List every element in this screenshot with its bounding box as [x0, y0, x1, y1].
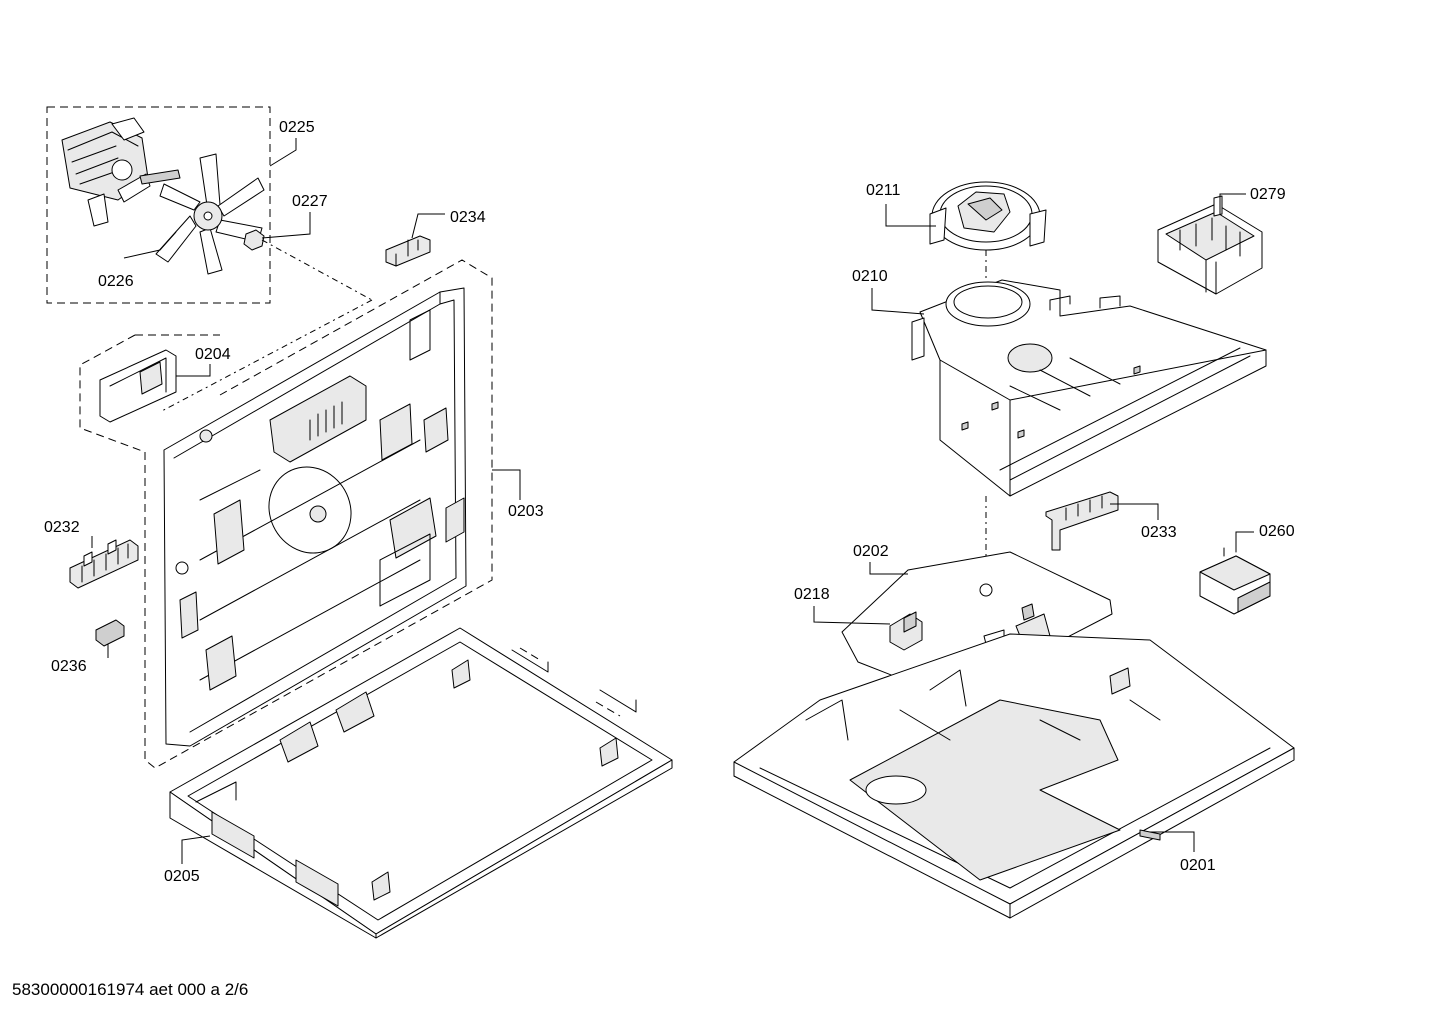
base-tray-0205: [169, 627, 673, 939]
connector-0234: [385, 235, 431, 267]
label-0211: 0211: [866, 182, 901, 199]
label-0204: 0204: [195, 346, 231, 363]
group-box-0203: [79, 259, 493, 769]
label-0203: 0203: [508, 503, 544, 520]
leader-0218: [813, 606, 891, 625]
fan-motor-group: [46, 106, 271, 304]
label-0232: 0232: [44, 519, 80, 536]
leader-0202: [869, 562, 908, 575]
document-reference: 58300000161974 aet 000 a 2/6: [12, 980, 249, 999]
sensor-0218: [889, 611, 923, 651]
leader-0233: [1110, 503, 1159, 520]
label-0210: 0210: [852, 268, 888, 285]
leader-0211: [885, 204, 936, 227]
base-plate-0201: [733, 633, 1295, 919]
label-0227: 0227: [292, 193, 328, 210]
blower-wheel-0211: [929, 181, 1047, 251]
leader-0260: [1235, 531, 1254, 552]
back-panel: [163, 287, 467, 747]
leader-0205: [181, 835, 211, 864]
label-0205: 0205: [164, 868, 200, 885]
fan-motor: [61, 117, 181, 227]
leader-0226: [123, 231, 177, 259]
clip-0236: [95, 619, 125, 647]
label-0226: 0226: [98, 273, 134, 290]
cover-plate-0202: [841, 551, 1113, 699]
leader-0227: [261, 212, 311, 239]
label-0225: 0225: [279, 119, 315, 136]
label-0260: 0260: [1259, 523, 1295, 540]
part-labels: 0225 0227 0226 0234 0204 0203 0232 0236 …: [44, 119, 1295, 885]
label-0234: 0234: [450, 209, 486, 226]
label-0279: 0279: [1250, 186, 1286, 203]
nut-0227: [243, 229, 265, 251]
leader-0279: [1219, 193, 1246, 214]
terminal-block-0232: [69, 539, 139, 589]
leader-lines: [91, 138, 1254, 864]
leader-0203: [492, 469, 521, 500]
back-panel-group: [79, 259, 493, 769]
leader-0201: [1150, 831, 1195, 852]
axis-line-fan: [261, 239, 373, 301]
control-module-0279: [1157, 195, 1263, 295]
label-0233: 0233: [1141, 524, 1177, 541]
label-0202: 0202: [853, 543, 889, 560]
relay-0260: [1199, 543, 1271, 615]
leader-0234: [411, 213, 445, 239]
bracket-0204: [99, 349, 177, 423]
fan-housing-0210: [911, 279, 1267, 497]
label-0218: 0218: [794, 586, 830, 603]
leader-0225: [269, 138, 297, 167]
leader-0210: [871, 288, 925, 315]
terminal-block-0233: [1045, 491, 1119, 551]
group-box-0225: [46, 106, 271, 304]
label-0236: 0236: [51, 658, 87, 675]
leader-0204: [176, 364, 211, 377]
label-0201: 0201: [1180, 857, 1216, 874]
